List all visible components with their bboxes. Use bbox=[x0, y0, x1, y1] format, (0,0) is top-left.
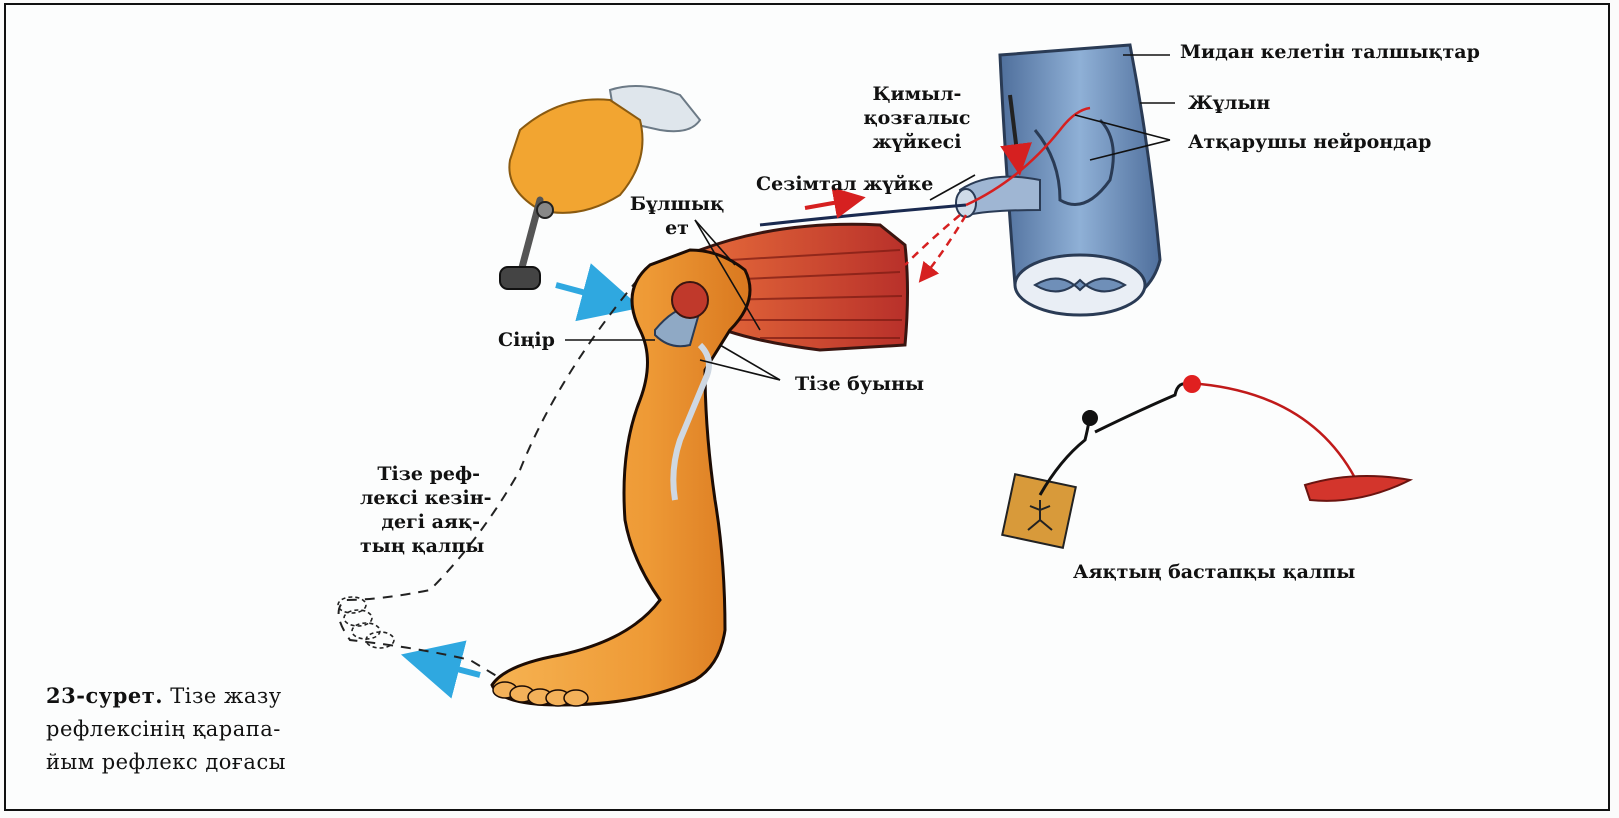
leg-extension-arrow bbox=[430, 662, 480, 675]
figure-caption: 23-сурет. Тізе жазу рефлексінің қарапа- … bbox=[46, 679, 386, 779]
sensory-neuron-body bbox=[1082, 410, 1098, 426]
label-motor-nerve-line-3: жүйкесі bbox=[862, 130, 972, 154]
caption-line-2: рефлексінің қарапа- bbox=[46, 713, 386, 746]
caption-line-1: 23-сурет. Тізе жазу bbox=[46, 679, 386, 713]
caption-line-3: йым рефлекс доғасы bbox=[46, 746, 386, 779]
hammer-strike-arrow bbox=[556, 285, 612, 300]
label-motor-nerve: Қимыл- қозғалыс жүйкесі bbox=[862, 82, 972, 154]
dashed-toes bbox=[338, 597, 394, 648]
caption-number: 23-сурет. bbox=[46, 683, 163, 708]
sensory-nerve-line bbox=[760, 205, 966, 225]
label-reflex-position-line-1: Тізе реф- bbox=[360, 462, 480, 486]
label-motor-nerve-line-2: қозғалыс bbox=[862, 106, 972, 130]
label-muscle: Бұлшық ет bbox=[622, 192, 732, 240]
label-muscle-line-2: ет bbox=[622, 216, 732, 240]
label-tendon: Сіңір bbox=[498, 328, 555, 352]
label-reflex-position-line-4: тың қалпы bbox=[360, 534, 480, 558]
label-reflex-position: Тізе реф- лексі кезін- дегі аяқ- тың қал… bbox=[360, 462, 480, 558]
effector-muscle bbox=[1305, 476, 1410, 501]
label-brain-fibers: Мидан келетін талшықтар bbox=[1180, 40, 1480, 64]
leg bbox=[492, 250, 750, 705]
label-knee-joint: Тізе буыны bbox=[795, 372, 924, 396]
reflex-arc-schematic bbox=[1002, 375, 1410, 548]
label-spinal-cord: Жұлын bbox=[1188, 91, 1270, 115]
caption-text-1: Тізе жазу bbox=[170, 684, 281, 708]
label-initial-position: Аяқтың бастапқы қалпы bbox=[1073, 560, 1355, 584]
kneecap bbox=[672, 282, 708, 318]
label-motor-nerve-line-1: Қимыл- bbox=[862, 82, 972, 106]
label-sensory-nerve: Сезімтал жүйке bbox=[756, 172, 933, 196]
label-effector-neurons: Атқарушы нейрондар bbox=[1188, 130, 1431, 154]
gray-matter bbox=[1035, 279, 1125, 292]
label-reflex-position-line-2: лексі кезін- bbox=[360, 486, 480, 510]
impulse-arrow bbox=[805, 200, 850, 208]
label-reflex-position-line-3: дегі аяқ- bbox=[360, 510, 480, 534]
label-muscle-line-1: Бұлшық bbox=[622, 192, 732, 216]
motor-neuron-body bbox=[1183, 375, 1201, 393]
